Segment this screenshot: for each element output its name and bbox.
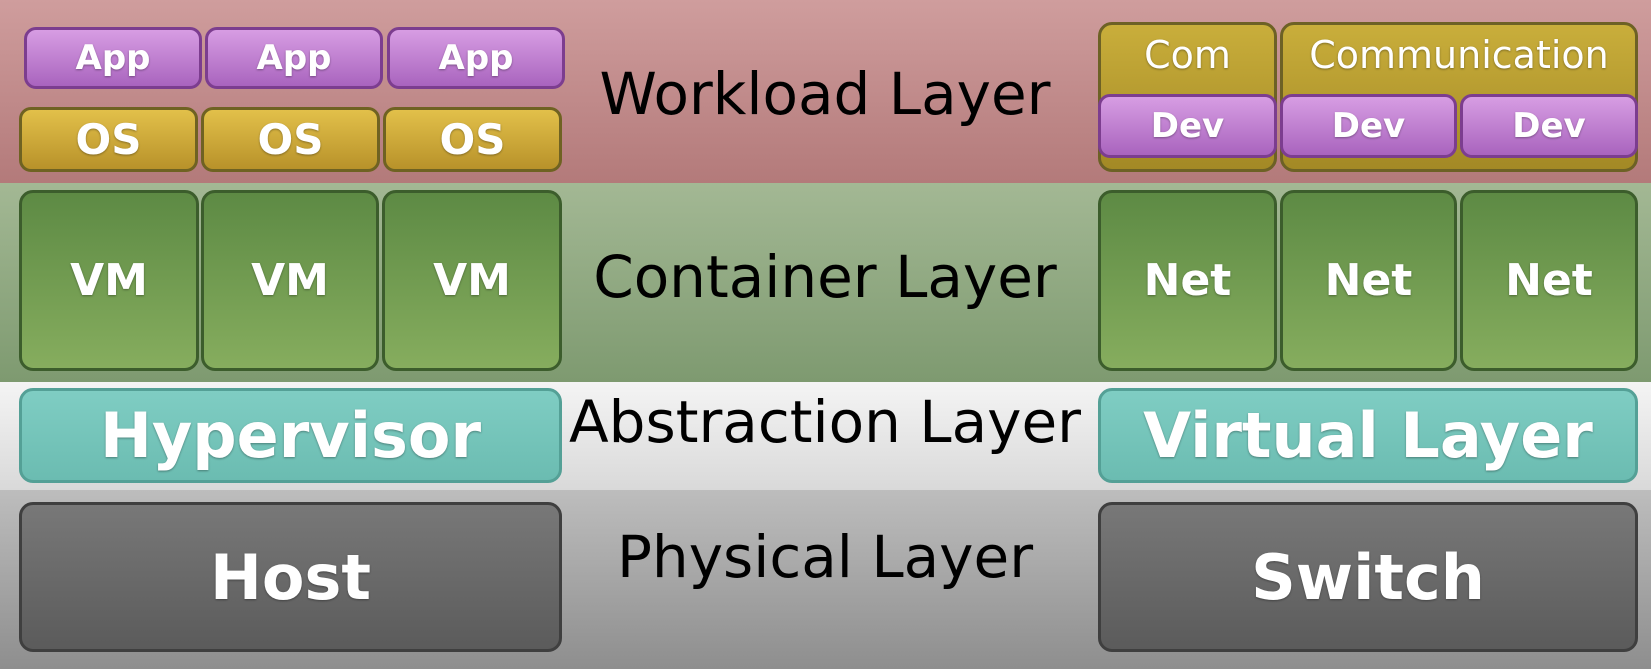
vm-box: VM [201, 190, 379, 371]
os-box: OS [383, 107, 562, 172]
net-box: Net [1098, 190, 1277, 371]
physical-layer-label: Physical Layer [616, 523, 1034, 591]
abstraction-layer-label: Abstraction Layer [569, 388, 1081, 456]
app-box: App [387, 27, 565, 89]
hypervisor-box: Hypervisor [19, 388, 562, 483]
net-box: Net [1460, 190, 1638, 371]
app-box: App [24, 27, 202, 89]
virtual-layer-box: Virtual Layer [1098, 388, 1638, 483]
container-layer-label: Container Layer [593, 243, 1057, 311]
os-box: OS [201, 107, 380, 172]
host-box: Host [19, 502, 562, 652]
vm-box: VM [382, 190, 562, 371]
dev-box: Dev [1098, 94, 1277, 158]
dev-box: Dev [1280, 94, 1457, 158]
os-box: OS [19, 107, 198, 172]
vm-box: VM [19, 190, 199, 371]
net-box: Net [1280, 190, 1457, 371]
switch-box: Switch [1098, 502, 1638, 652]
app-box: App [205, 27, 383, 89]
dev-box: Dev [1460, 94, 1638, 158]
workload-layer-label: Workload Layer [599, 60, 1051, 128]
